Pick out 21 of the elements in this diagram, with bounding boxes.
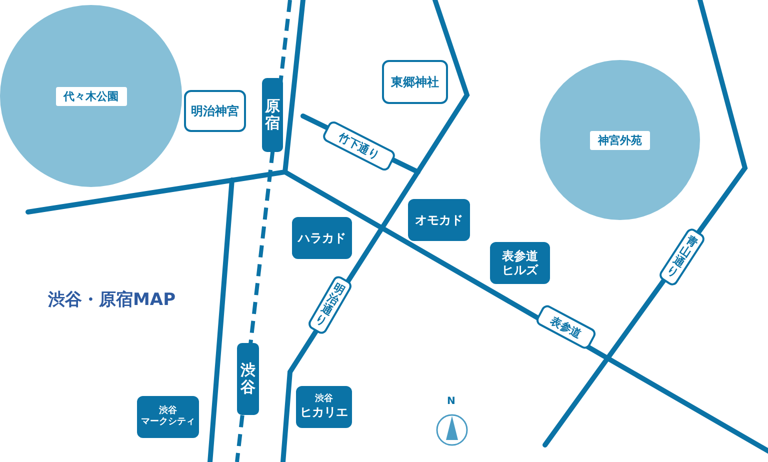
shrine-box: 東郷神社 <box>382 60 448 104</box>
building-box <box>296 386 352 428</box>
street-label: 明治通り <box>306 274 354 336</box>
street-label: 表参道 <box>534 303 598 351</box>
station-marker: 渋谷 <box>237 343 259 415</box>
building-box: ハラカド <box>292 217 352 259</box>
north-label: N <box>447 396 456 407</box>
map-title: 渋谷・原宿MAP <box>48 289 176 311</box>
station-marker: 原宿 <box>262 78 283 152</box>
building-box: オモカド <box>408 199 470 241</box>
building-box <box>137 396 199 438</box>
place-label: マークシティ <box>141 417 195 428</box>
building-box: 表参道ヒルズ <box>490 242 550 284</box>
place-label: 代々木公園 <box>56 86 126 106</box>
place-label: ヒカリエ <box>300 405 348 420</box>
place-label: 渋谷 <box>315 394 333 406</box>
place-label: 渋谷 <box>159 406 177 417</box>
street-label: 青山通り <box>657 226 707 288</box>
place-label: 神宮外苑 <box>590 130 650 150</box>
shrine-box: 明治神宮 <box>184 90 246 132</box>
street-label: 竹下通り <box>321 119 397 173</box>
